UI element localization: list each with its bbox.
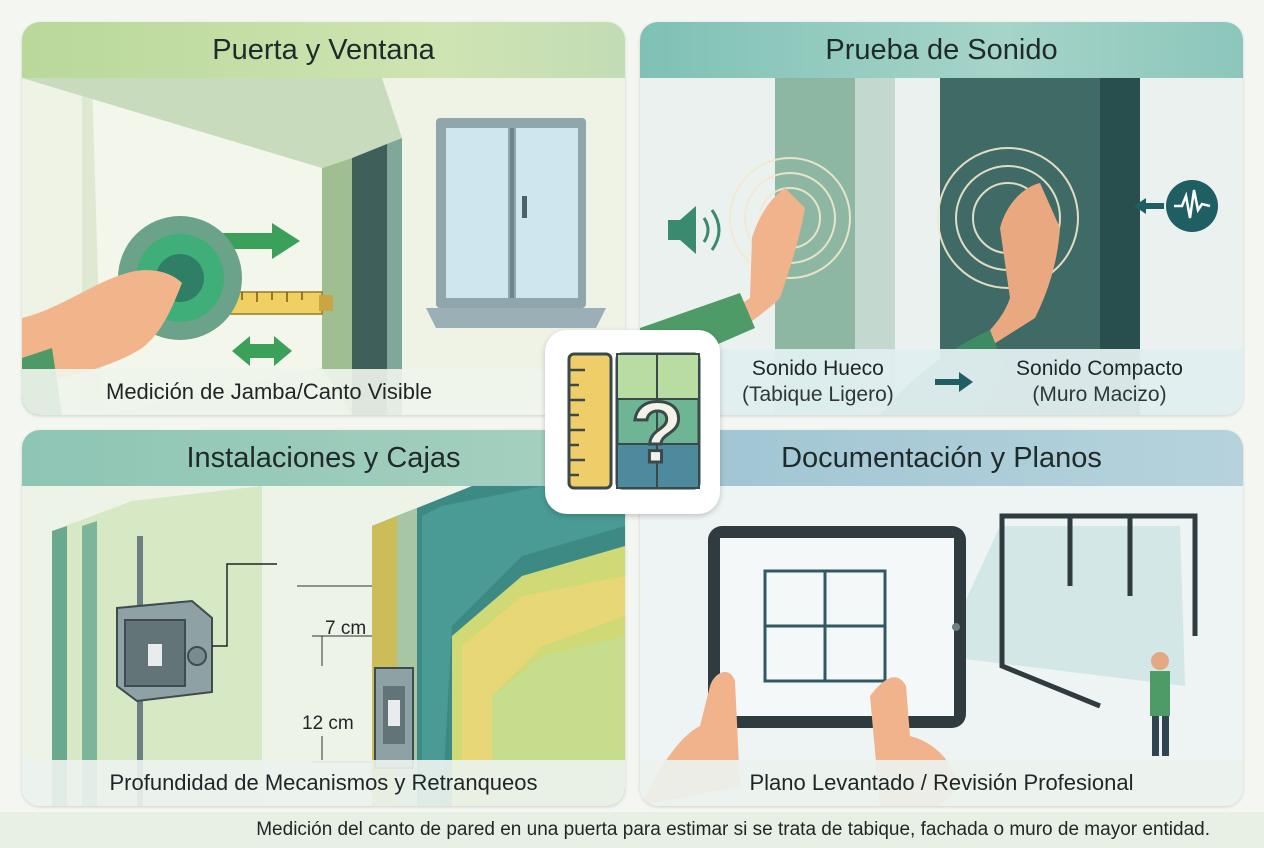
speaker-icon xyxy=(668,206,721,254)
tablet-icon xyxy=(708,526,966,728)
panel-documentation: Documentación y Planos xyxy=(640,430,1243,806)
floor-plan-icon xyxy=(763,569,887,683)
sound-test-captions: Sonido Hueco (Tabique Ligero) Sonido Com… xyxy=(640,349,1243,415)
footer-caption: Medición del canto de pared en una puert… xyxy=(0,812,1264,848)
arrow-right-icon xyxy=(222,223,300,259)
window-icon xyxy=(426,118,606,328)
documentation-illustration xyxy=(640,486,1243,806)
center-icon-card: ? xyxy=(545,330,720,514)
ruler-question-icon: ? xyxy=(567,352,701,490)
panel-sound-test: Prueba de Sonido xyxy=(640,22,1243,415)
panel-installations: Instalaciones y Cajas 7 cm 12 cm xyxy=(22,430,625,806)
solid-sound-label: Sonido Compacto (Muro Macizo) xyxy=(1016,357,1183,406)
waveform-icon xyxy=(1134,180,1218,232)
electrical-box-icon xyxy=(116,599,213,703)
panel-door-window: Puerta y Ventana xyxy=(22,22,625,415)
panel-caption: Profundidad de Mecanismos y Retranqueos xyxy=(22,760,625,806)
arrow-right-icon xyxy=(934,372,973,392)
large-floor-plan-icon xyxy=(999,513,1198,709)
double-arrow-icon xyxy=(232,336,292,366)
panel-caption: Plano Levantado / Revisión Profesional xyxy=(640,760,1243,806)
worker-icon xyxy=(1150,652,1170,756)
installations-illustration: 7 cm 12 cm xyxy=(22,486,625,806)
panel-title: Documentación y Planos xyxy=(640,430,1243,486)
light-switch-icon xyxy=(374,667,414,769)
dimension-top-label: 7 cm xyxy=(325,618,366,639)
door-window-illustration xyxy=(22,78,625,415)
dimension-bottom-label: 12 cm xyxy=(302,713,354,734)
panel-caption: Medición de Jamba/Canto Visible xyxy=(22,369,625,415)
panel-title: Puerta y Ventana xyxy=(22,22,625,78)
panel-title: Prueba de Sonido xyxy=(640,22,1243,78)
svg-text:?: ? xyxy=(631,385,684,481)
panel-title: Instalaciones y Cajas xyxy=(22,430,625,486)
hollow-sound-label: Sonido Hueco (Tabique Ligero) xyxy=(742,357,894,406)
